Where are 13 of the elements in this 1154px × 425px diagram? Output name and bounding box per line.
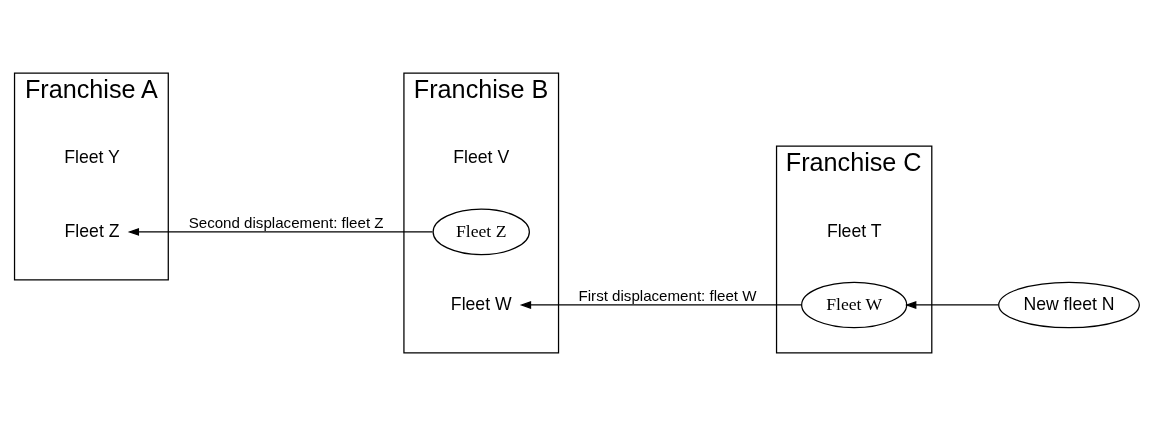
node-text: Fleet W bbox=[450, 293, 512, 314]
arrow bbox=[905, 300, 999, 309]
arrow bbox=[519, 300, 803, 309]
edge-label: Second displacement: fleet Z bbox=[188, 213, 384, 231]
node-ellipse: Fleet Z bbox=[432, 208, 530, 255]
node-ellipse: Fleet W bbox=[801, 281, 908, 328]
arrow bbox=[127, 227, 434, 236]
node-text: Fleet T bbox=[826, 220, 882, 241]
edge-label: First displacement: fleet W bbox=[578, 286, 757, 304]
node-ellipse: New fleet N bbox=[998, 281, 1140, 328]
node-text: Fleet Z bbox=[64, 220, 120, 241]
node-text: Fleet Y bbox=[64, 146, 120, 167]
node-text: Fleet V bbox=[453, 146, 510, 167]
